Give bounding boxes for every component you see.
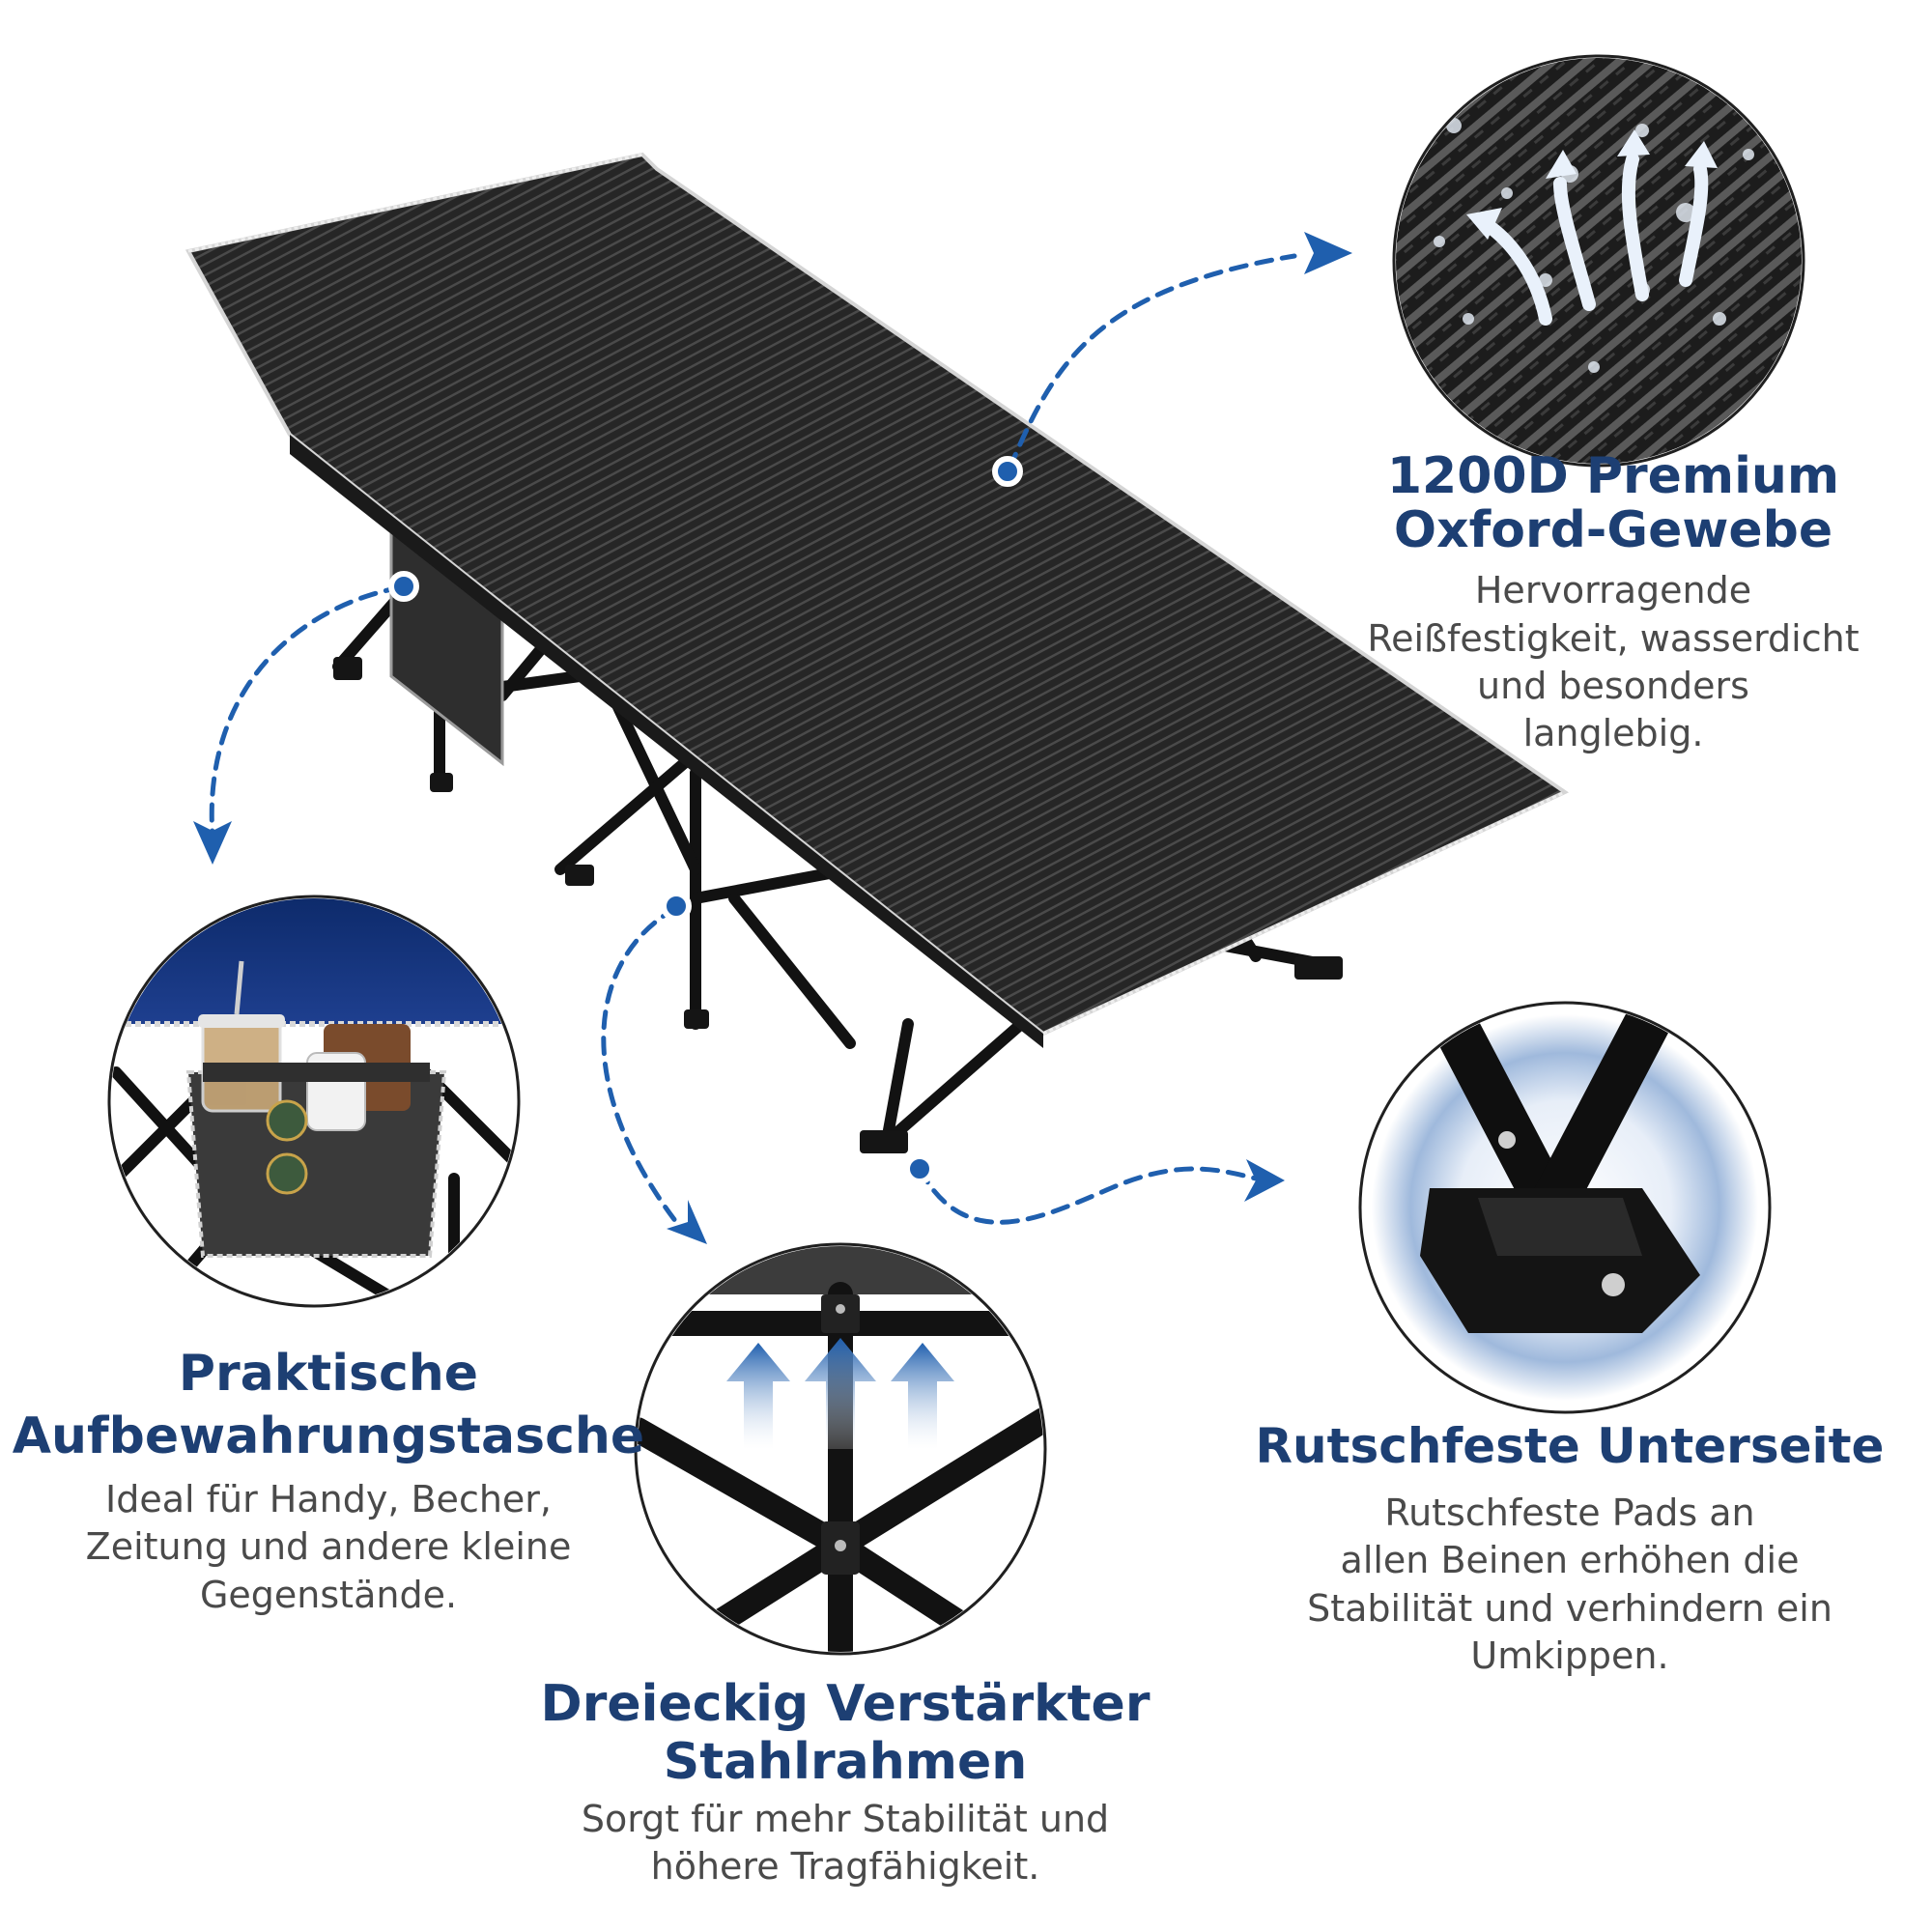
feature-fabric: 1200D Premium Oxford-Gewebe Hervorragend… [1314,449,1913,758]
feature-frame-title: Dreieckig Verstärkter Stahlrahmen [540,1675,1151,1791]
feature-fabric-title: 1200D Premium Oxford-Gewebe [1386,447,1840,560]
frame-detail-image [634,1242,1047,1656]
moisture-arrow-icon [1476,153,1709,326]
feature-feet: Rutschfeste Unterseite Rutschfeste Pads … [1236,1420,1903,1681]
feature-pocket-title: Praktische Aufbewahrungstasche [12,1345,645,1465]
feature-pocket: Praktische Aufbewahrungstasche Ideal für… [10,1343,647,1619]
feature-pocket-description: Ideal für Handy, Becher, Zeitung und and… [85,1478,572,1616]
feature-fabric-description: Hervorragende Reißfestigkeit, wasserdich… [1367,569,1860,755]
feet-detail-image [1358,1001,1772,1414]
dashed-arrow-icon [209,253,1297,1225]
feature-feet-title: Rutschfeste Unterseite [1255,1418,1885,1474]
feature-frame-description: Sorgt für mehr Stabilität und höhere Tra… [581,1797,1110,1888]
feature-frame: Dreieckig Verstärkter Stahlrahmen Sorgt … [536,1675,1154,1890]
fabric-detail-image [1392,54,1805,468]
feature-feet-description: Rutschfeste Pads an allen Beinen erhöhen… [1307,1492,1833,1678]
callout-dots [388,456,1023,1184]
pocket-detail-image [107,895,521,1308]
arrow-up-icon [726,1338,954,1449]
arrow-heads [193,232,1352,1244]
